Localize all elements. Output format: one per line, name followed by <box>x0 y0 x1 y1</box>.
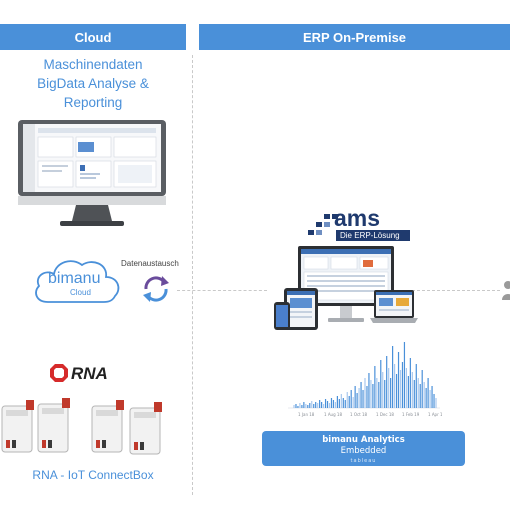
rna-logo-icon <box>50 364 68 382</box>
ams-logo-mark <box>308 214 338 235</box>
rna-logo-text: RNA <box>71 364 108 383</box>
cloud-title-line3: Reporting <box>63 95 123 110</box>
chart-spikes <box>293 342 437 408</box>
analytics-brand: tableau <box>350 458 377 464</box>
sync-arrows-icon <box>143 276 169 302</box>
chart-tick-label: 1 Apr 19 <box>428 412 442 417</box>
chart-tick-label: 1 Oct 18 <box>350 412 368 417</box>
chart-tick-label: 1 Aug 18 <box>324 412 342 417</box>
cloud-title-line1: Maschinendaten <box>43 57 143 72</box>
connector-erp-right <box>412 290 500 291</box>
analytics-subtitle: Embedded <box>340 446 387 456</box>
ams-logo-text: ams <box>334 205 381 231</box>
connector-cloud-erp <box>177 290 267 291</box>
cloud-logo-text: bimanu <box>48 270 101 287</box>
person-icon <box>502 281 510 300</box>
iot-devices-illustration <box>1 398 162 455</box>
cloud-title-line2: BigData Analyse & <box>37 76 149 91</box>
ams-tagline: Die ERP-Lösung <box>336 230 410 241</box>
cloud-title: Maschinendaten BigData Analyse & Reporti… <box>0 55 186 112</box>
chart-tick-label: 1 Jan 18 <box>298 412 315 417</box>
cloud-logo-subtext: Cloud <box>70 288 91 297</box>
bimanu-analytics-box: bimanu Analytics Embedded tableau <box>262 431 465 466</box>
data-spike-chart: 1 Jan 18 1 Aug 18 1 Oct 18 1 Dec 18 1 Feb 19… <box>288 342 442 417</box>
chart-tick-label: 1 Feb 19 <box>402 412 420 417</box>
erp-header: ERP On-Premise <box>199 24 510 50</box>
chart-tick-label: 1 Dec 18 <box>376 412 394 417</box>
bimanu-cloud-logo <box>35 260 120 303</box>
monitor-illustration <box>18 120 166 226</box>
rna-caption: RNA - IoT ConnectBox <box>32 468 154 482</box>
data-exchange-label: Datenaustausch <box>121 259 179 268</box>
section-divider <box>192 55 193 495</box>
analytics-title: bimanu Analytics <box>322 435 405 445</box>
cloud-header: Cloud <box>0 24 186 50</box>
chart-tick-labels: 1 Jan 18 1 Aug 18 1 Oct 18 1 Dec 18 1 Feb 19… <box>298 412 442 417</box>
devices-illustration <box>274 246 418 330</box>
